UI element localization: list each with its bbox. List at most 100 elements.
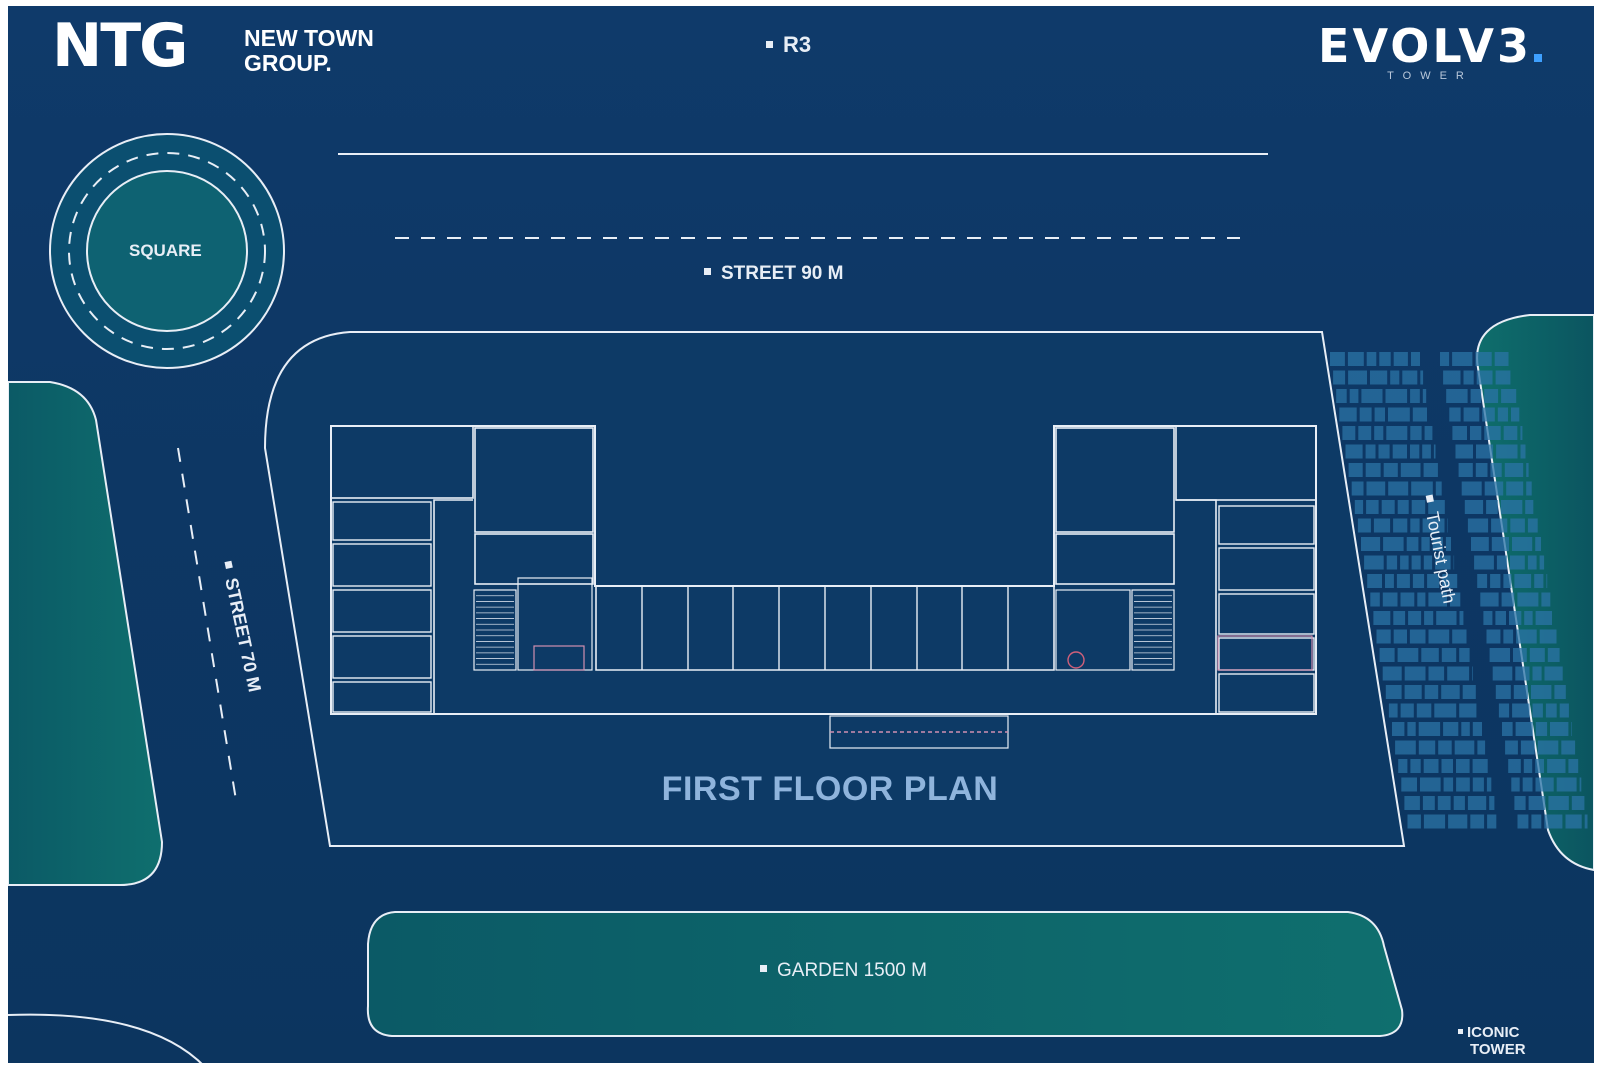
- paving-block: [1496, 555, 1507, 570]
- paving-block: [1514, 796, 1526, 810]
- paving-block: [1428, 629, 1450, 644]
- paving-block: [1487, 814, 1497, 829]
- paving-block: [1501, 592, 1515, 607]
- paving-block: [1532, 703, 1543, 718]
- paving-block: [1443, 370, 1461, 385]
- paving-block: [1385, 685, 1402, 699]
- paving-block: [1545, 703, 1557, 718]
- paving-block: [1529, 648, 1545, 662]
- paving-block: [1498, 703, 1510, 718]
- paving-block: [1408, 611, 1422, 625]
- paving-block: [1495, 370, 1511, 385]
- paving-block: [1470, 426, 1482, 440]
- paving-block: [1411, 500, 1426, 514]
- paving-block: [1516, 629, 1537, 644]
- paving-block: [1442, 574, 1458, 588]
- paving-block: [1373, 611, 1391, 625]
- paving-block: [1561, 740, 1576, 755]
- paving-block: [1556, 777, 1577, 792]
- paving-block: [1410, 444, 1420, 459]
- paving-block: [1503, 574, 1512, 588]
- paving-block: [1547, 648, 1560, 662]
- paving-block: [1381, 500, 1395, 514]
- paving-block: [1511, 407, 1520, 422]
- paving-block: [1441, 759, 1453, 773]
- paving-block: [1463, 370, 1474, 385]
- paving-block: [1472, 759, 1488, 773]
- paving-block: [1396, 574, 1410, 588]
- paving-block: [1421, 648, 1439, 662]
- paving-block: [1382, 666, 1402, 681]
- paving-block: [1452, 629, 1467, 644]
- paving-block: [1374, 407, 1385, 422]
- bullet-icon: [1458, 1028, 1463, 1034]
- paving-block: [1523, 759, 1533, 773]
- paving-block: [1486, 629, 1501, 644]
- bullet-icon: [760, 965, 767, 973]
- paving-block: [1411, 352, 1420, 366]
- paving-block: [1453, 555, 1455, 570]
- paving-block: [1453, 796, 1465, 810]
- paving-block: [1477, 740, 1486, 755]
- paving-block: [1526, 463, 1529, 477]
- paving-block: [1393, 518, 1408, 533]
- paving-block: [1330, 352, 1345, 366]
- paving-block: [1435, 481, 1442, 496]
- paving-block: [1409, 629, 1426, 644]
- paving-block: [1508, 759, 1521, 773]
- paving-block: [1513, 648, 1527, 662]
- square-roundabout: [49, 133, 285, 369]
- paving-block: [1515, 666, 1530, 681]
- paving-block: [1436, 611, 1457, 625]
- paving-block: [1349, 389, 1359, 403]
- paving-block: [1511, 777, 1520, 792]
- paving-block: [1434, 703, 1457, 718]
- paving-block: [1400, 592, 1415, 607]
- paving-block: [1565, 814, 1582, 829]
- paving-block: [1443, 777, 1454, 792]
- paving-block: [1512, 703, 1530, 718]
- bullet-icon: [1425, 494, 1435, 503]
- paving-block: [1472, 777, 1484, 792]
- paving-block: [1393, 352, 1408, 366]
- paving-block: [1411, 555, 1421, 570]
- paving-block: [1397, 648, 1419, 662]
- paving-block: [1584, 814, 1588, 829]
- paving-block: [1366, 352, 1377, 366]
- paving-block: [1568, 759, 1579, 773]
- square-label: SQUARE: [129, 241, 202, 260]
- paving-block: [1440, 352, 1450, 366]
- paving-block: [1428, 666, 1445, 681]
- paving-block: [1491, 537, 1509, 551]
- paving-block: [1397, 500, 1409, 514]
- bullet-icon: [766, 40, 773, 48]
- street-90-text: STREET 90 M: [721, 263, 844, 284]
- paving-block: [1410, 426, 1422, 440]
- paving-block: [1520, 426, 1523, 440]
- paving-block: [1496, 444, 1518, 459]
- paving-block: [1366, 500, 1379, 514]
- paving-block: [1390, 370, 1400, 385]
- paving-block: [1450, 592, 1461, 607]
- paving-block: [1475, 463, 1488, 477]
- paving-block: [1492, 666, 1513, 681]
- paving-block: [1410, 759, 1421, 773]
- paving-block: [1418, 722, 1441, 736]
- paving-block: [1475, 352, 1492, 366]
- left-green-area: [7, 381, 164, 886]
- floor-plan: [330, 425, 1317, 749]
- evolve-word-text: EVOLV3: [1318, 19, 1532, 73]
- paving-block: [1490, 574, 1501, 588]
- paving-block: [1539, 555, 1545, 570]
- paving-block: [1456, 759, 1470, 773]
- paving-block: [1382, 592, 1398, 607]
- paving-block: [1527, 555, 1537, 570]
- paving-block: [1365, 463, 1381, 477]
- paving-block: [1441, 685, 1460, 699]
- paving-block: [1512, 537, 1533, 551]
- paving-block: [1385, 574, 1394, 588]
- paving-block: [1422, 518, 1445, 533]
- paving-block: [1410, 389, 1420, 403]
- paving-block: [1410, 518, 1420, 533]
